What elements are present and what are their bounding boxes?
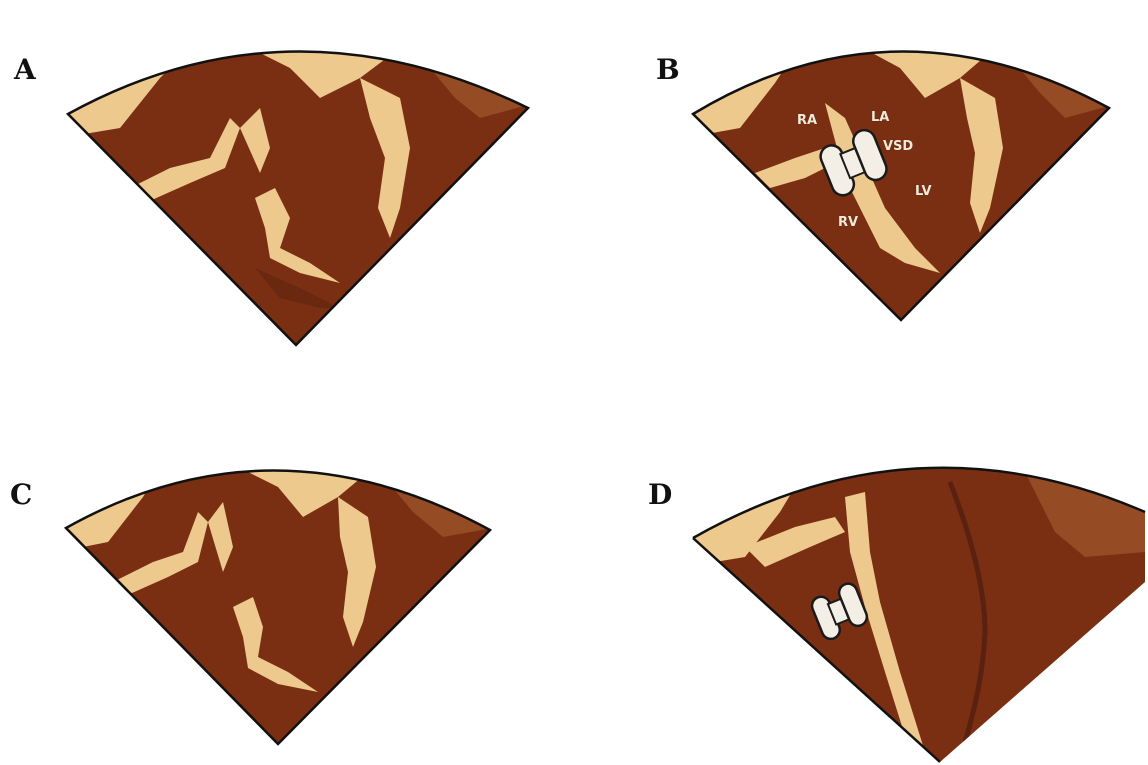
panel-c xyxy=(58,432,498,752)
label-lv: LV xyxy=(915,184,932,199)
echo-sector-d xyxy=(685,432,1145,765)
panel-a-letter: A xyxy=(14,56,36,84)
label-la: LA xyxy=(871,110,889,125)
echo-sector-b: RA LA VSD LV RV xyxy=(685,8,1120,328)
panel-d-letter: D xyxy=(648,481,672,509)
label-vsd: VSD xyxy=(883,139,913,154)
panel-d xyxy=(685,432,1145,765)
panel-b-letter: B xyxy=(656,56,680,84)
label-rv: RV xyxy=(838,215,858,230)
echo-sector-a xyxy=(60,8,535,353)
panel-a xyxy=(60,8,535,353)
label-ra: RA xyxy=(797,113,817,128)
panel-b: RA LA VSD LV RV xyxy=(685,8,1120,328)
myocardium-region xyxy=(685,432,1145,765)
echo-sector-c xyxy=(58,432,498,752)
fluid-region-top xyxy=(945,432,995,457)
panel-c-letter: C xyxy=(10,481,32,509)
